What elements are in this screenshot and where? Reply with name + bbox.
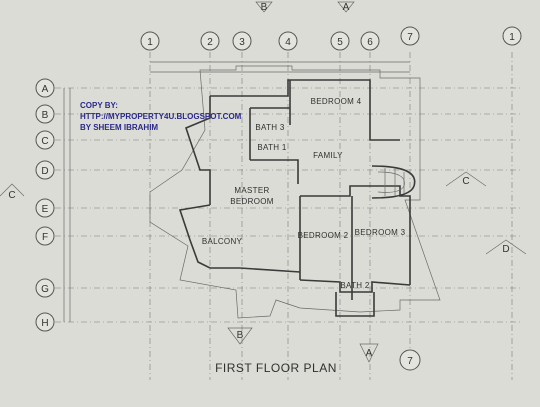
grid-label-b: B — [42, 110, 49, 121]
grid-label-g: G — [41, 284, 49, 295]
grid-bubble-2 — [200, 31, 220, 51]
walls — [178, 79, 411, 317]
section-a-top: A — [343, 2, 350, 13]
grid-label-7: 7 — [407, 32, 413, 43]
grid-label-h: H — [41, 318, 48, 329]
section-markers: B A C C D B A 7 — [0, 1, 527, 371]
section-c-right: C — [462, 176, 469, 187]
grid-bubble-right-1 — [502, 26, 522, 46]
room-label-bedroom-2: BEDROOM 2 — [298, 231, 349, 240]
top-grid-bubbles: 1 2 3 4 5 6 7 1 — [140, 26, 522, 51]
room-label-master: MASTER — [234, 186, 269, 195]
grid-label-1: 1 — [147, 37, 153, 48]
room-label-bath-2: BATH 2 — [340, 281, 369, 290]
left-grid-bubbles: A B C D E F G H — [35, 78, 55, 332]
grid-label-4: 4 — [285, 37, 291, 48]
grid-label-c: C — [41, 136, 48, 147]
grid-bubble-7 — [400, 26, 420, 46]
grid-bubble-5 — [330, 31, 350, 51]
room-label-bedroom-3: BEDROOM 3 — [355, 228, 406, 237]
grid-label-d: D — [41, 166, 48, 177]
room-label-balcony: BALCONY — [202, 237, 243, 246]
roof-outline — [149, 65, 441, 319]
grid-label-2: 2 — [207, 37, 213, 48]
dimension-lines — [63, 61, 410, 322]
room-labels: BEDROOM 4 BATH 3 BATH 1 FAMILY MASTER BE… — [202, 97, 406, 290]
watermark: COPY BY: HTTP://MYPROPERTY4U.BLOGSPOT.CO… — [80, 100, 241, 133]
section-b-bottom: B — [237, 330, 244, 341]
grid-bubble-3 — [232, 31, 252, 51]
section-d-right: D — [502, 244, 509, 255]
room-label-family: FAMILY — [313, 151, 343, 160]
section-c-left: C — [8, 190, 15, 201]
grid-label-right-1: 1 — [509, 32, 515, 43]
grid-label-5: 5 — [337, 37, 343, 48]
grid-label-e: E — [42, 204, 49, 215]
grid-label-f: F — [42, 232, 48, 243]
room-label-bath-3: BATH 3 — [255, 123, 284, 132]
watermark-line-3: BY SHEEM IBRAHIM — [80, 123, 159, 132]
room-label-master-bedroom: BEDROOM — [230, 197, 273, 206]
staircase — [371, 165, 416, 199]
grid-label-bottom-7: 7 — [407, 356, 413, 367]
section-a-bottom: A — [366, 348, 373, 359]
watermark-line-1: COPY BY: — [80, 101, 118, 110]
watermark-line-2: HTTP://MYPROPERTY4U.BLOGSPOT.COM — [80, 112, 242, 121]
room-label-bedroom-4: BEDROOM 4 — [311, 97, 362, 106]
grid-label-a: A — [42, 84, 49, 95]
room-label-bath-1: BATH 1 — [257, 143, 286, 152]
grid-bubble-1 — [140, 31, 160, 51]
grid-label-3: 3 — [239, 37, 245, 48]
drawing-title: FIRST FLOOR PLAN — [215, 361, 337, 375]
grid-bubble-4 — [278, 31, 298, 51]
grid-bubble-6 — [360, 31, 380, 51]
grid-label-6: 6 — [367, 37, 373, 48]
section-b-top: B — [261, 2, 268, 13]
